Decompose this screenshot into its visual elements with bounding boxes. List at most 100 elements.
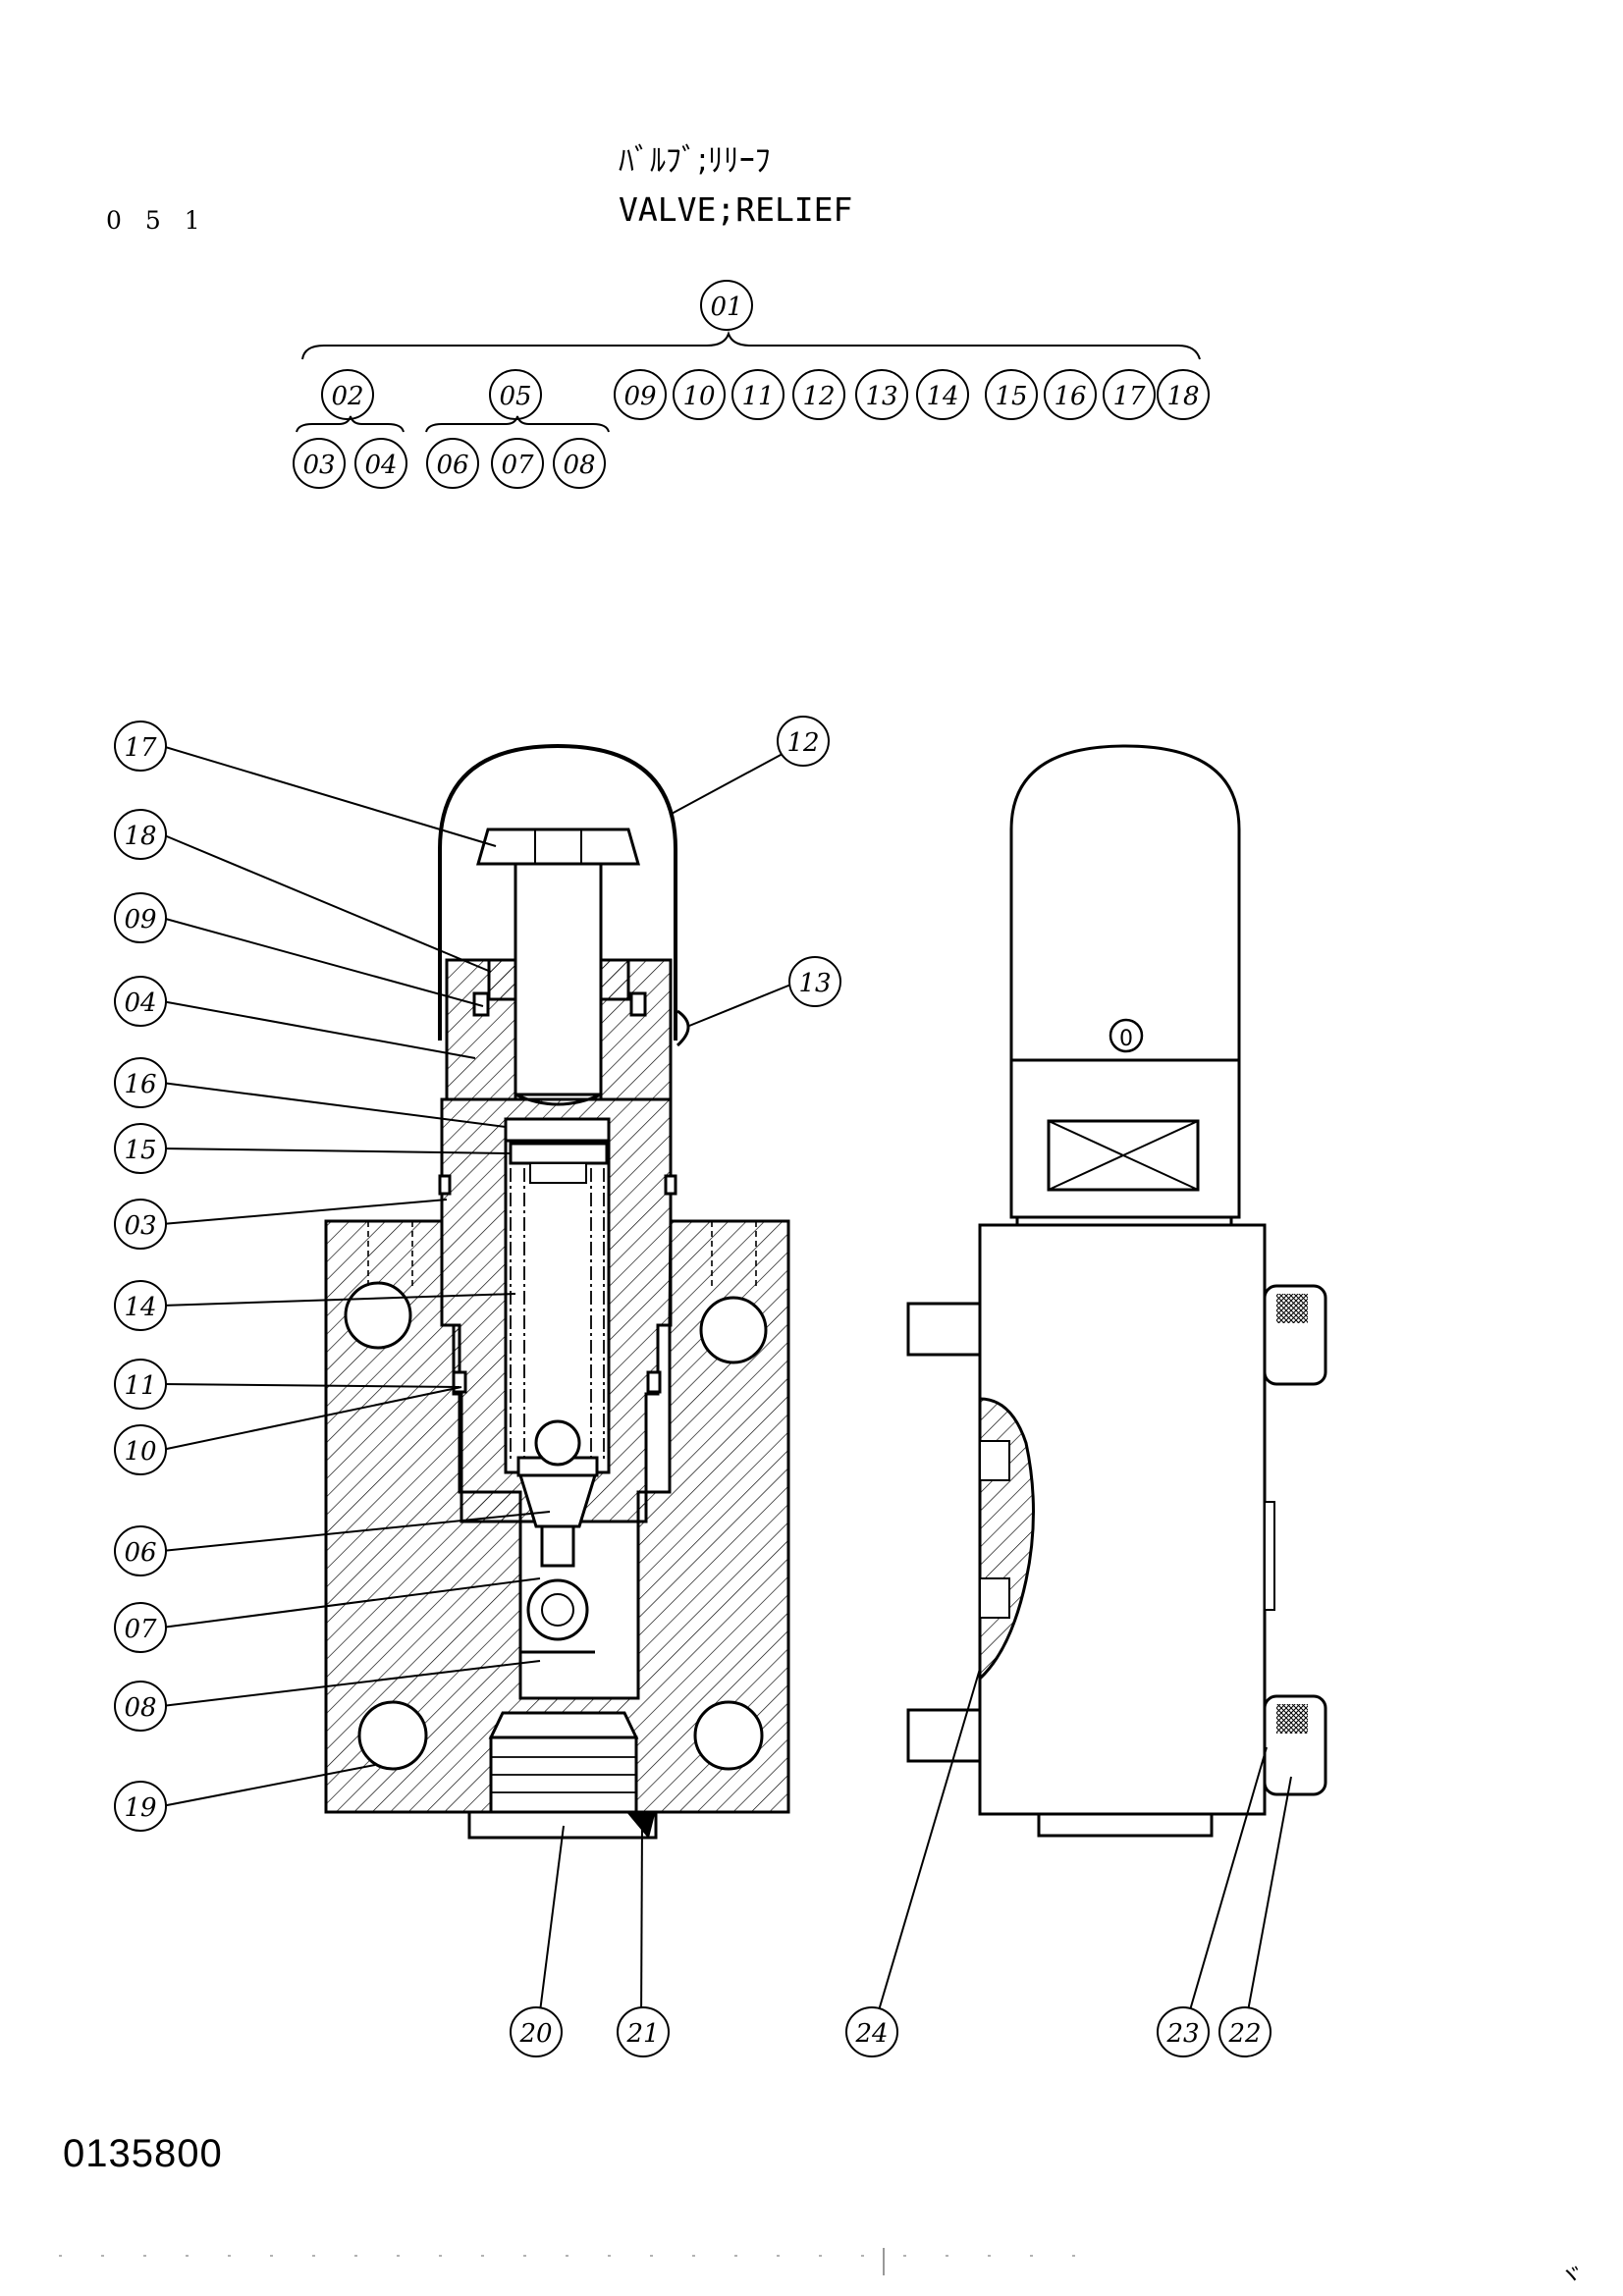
svg-text:14: 14 <box>124 1293 156 1322</box>
svg-text:18: 18 <box>124 822 156 851</box>
svg-text:0: 0 <box>1119 1027 1133 1051</box>
callout-08: 08 <box>114 1681 167 1732</box>
reference-code: 0135800 <box>63 2132 223 2175</box>
tree-node-16: 16 <box>1044 369 1097 420</box>
svg-text:13: 13 <box>798 969 831 998</box>
svg-text:06: 06 <box>436 451 468 480</box>
tree-node-04: 04 <box>354 438 407 489</box>
cap <box>438 743 677 1041</box>
callout-03: 03 <box>114 1199 167 1250</box>
callout-22: 22 <box>1218 2006 1271 2057</box>
tree-node-17: 17 <box>1103 369 1156 420</box>
svg-text:11: 11 <box>124 1371 156 1401</box>
bolt-lower <box>906 1708 982 1763</box>
tree-node-11: 11 <box>731 369 784 420</box>
screw-head <box>476 828 640 866</box>
leader-lines <box>161 745 1292 2028</box>
svg-text:23: 23 <box>1165 2019 1199 2049</box>
corner-mark: ヾ <box>1559 2262 1583 2289</box>
bolt-upper <box>906 1302 982 1357</box>
tree-node-05: 05 <box>489 369 542 420</box>
callout-18: 18 <box>114 809 167 860</box>
tree-node-06: 06 <box>426 438 479 489</box>
callout-19: 19 <box>114 1781 167 1832</box>
svg-text:09: 09 <box>623 382 656 411</box>
callout-06: 06 <box>114 1525 167 1576</box>
svg-text:01: 01 <box>710 293 742 322</box>
tree-node-03: 03 <box>293 438 346 489</box>
callout-13: 13 <box>788 956 841 1007</box>
svg-text:07: 07 <box>501 451 534 480</box>
svg-text:07: 07 <box>124 1615 157 1644</box>
tree-node-12: 12 <box>792 369 845 420</box>
callout-11: 11 <box>114 1359 167 1410</box>
svg-text:05: 05 <box>499 382 531 411</box>
svg-text:18: 18 <box>1166 382 1199 411</box>
svg-text:12: 12 <box>802 382 835 411</box>
svg-text:20: 20 <box>518 2019 552 2049</box>
svg-text:14: 14 <box>926 382 958 411</box>
tree-node-09: 09 <box>614 369 667 420</box>
svg-text:10: 10 <box>124 1437 156 1467</box>
page-number: 0 5 1 <box>106 206 208 235</box>
svg-text:16: 16 <box>124 1070 156 1099</box>
tree-node-01: 01 <box>700 280 753 331</box>
callout-10: 10 <box>114 1424 167 1475</box>
callout-09: 09 <box>114 892 167 943</box>
callout-17: 17 <box>114 721 167 772</box>
title-english: VALVE;RELIEF <box>619 190 853 229</box>
svg-text:11: 11 <box>741 382 774 411</box>
cap-marking-ring <box>1109 1018 1144 1053</box>
svg-text:03: 03 <box>124 1211 156 1241</box>
svg-text:02: 02 <box>331 382 363 411</box>
callout-12: 12 <box>777 716 830 767</box>
side-view: 0 <box>906 744 1327 1838</box>
svg-text:16: 16 <box>1054 382 1086 411</box>
tree-node-07: 07 <box>491 438 544 489</box>
svg-text:06: 06 <box>124 1538 156 1568</box>
svg-text:21: 21 <box>625 2019 659 2049</box>
svg-text:03: 03 <box>302 451 335 480</box>
svg-text:10: 10 <box>682 382 715 411</box>
body-block <box>324 1219 790 1814</box>
spring <box>510 1168 605 1463</box>
tree-node-18: 18 <box>1157 369 1210 420</box>
callout-07: 07 <box>114 1602 167 1653</box>
svg-text:09: 09 <box>124 905 156 934</box>
svg-text:24: 24 <box>854 2019 888 2049</box>
svg-text:17: 17 <box>124 733 157 763</box>
adjust-screw <box>514 857 603 1096</box>
callouts: 17 18 09 04 16 15 03 14 11 10 06 07 08 1… <box>114 716 1271 2057</box>
svg-text:22: 22 <box>1227 2019 1261 2049</box>
section-view <box>324 743 790 1840</box>
svg-text:13: 13 <box>865 382 897 411</box>
svg-text:12: 12 <box>786 728 819 758</box>
title-japanese: ﾊﾞﾙﾌﾞ;ﾘﾘｰﾌ <box>619 141 771 179</box>
callout-20: 20 <box>510 2006 563 2057</box>
tree-node-14: 14 <box>916 369 969 420</box>
svg-text:15: 15 <box>995 382 1027 411</box>
callout-23: 23 <box>1157 2006 1210 2057</box>
svg-text:08: 08 <box>563 451 595 480</box>
tree-node-10: 10 <box>673 369 726 420</box>
callout-16: 16 <box>114 1057 167 1108</box>
tree-node-13: 13 <box>855 369 908 420</box>
callout-14: 14 <box>114 1280 167 1331</box>
callout-04: 04 <box>114 976 167 1027</box>
tree-node-02: 02 <box>321 369 374 420</box>
tree-node-15: 15 <box>985 369 1038 420</box>
svg-text:04: 04 <box>124 988 156 1018</box>
svg-text:19: 19 <box>124 1793 156 1823</box>
tree-balloons: 01 02 03 04 05 06 07 08 09 10 11 12 13 1… <box>293 280 1210 489</box>
svg-text:04: 04 <box>364 451 397 480</box>
callout-24: 24 <box>845 2006 898 2057</box>
svg-text:08: 08 <box>124 1693 156 1723</box>
tree-node-08: 08 <box>553 438 606 489</box>
svg-text:15: 15 <box>124 1136 156 1165</box>
parts-hierarchy <box>296 330 1201 433</box>
svg-text:17: 17 <box>1112 382 1146 411</box>
scan-artifacts <box>59 2248 1100 2275</box>
cap-exterior <box>1009 744 1241 1062</box>
callout-21: 21 <box>617 2006 670 2057</box>
